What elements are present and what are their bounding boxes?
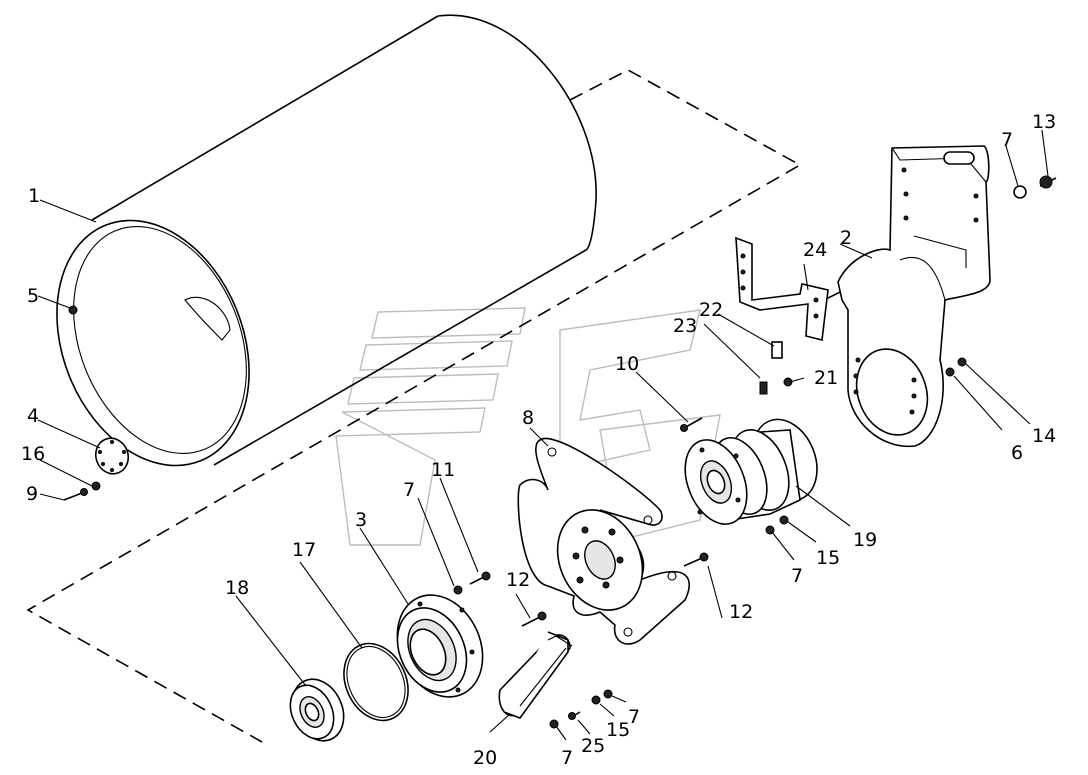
callout-9: 9 <box>26 483 38 505</box>
callout-8: 8 <box>522 407 534 429</box>
bolt-10 <box>680 417 703 432</box>
callout-14: 14 <box>1032 425 1056 447</box>
callout-20: 20 <box>473 747 497 769</box>
screw-5 <box>68 305 78 315</box>
bolt-12-right <box>683 552 709 567</box>
callout-7-bottom: 7 <box>561 747 573 769</box>
screw-16 <box>91 481 101 491</box>
drum-shell <box>56 14 597 467</box>
washer-7c <box>603 689 613 699</box>
callout-22: 22 <box>699 299 723 321</box>
callout-6: 6 <box>1011 442 1023 464</box>
callout-7-top: 7 <box>1001 129 1013 151</box>
callout-23: 23 <box>673 315 697 337</box>
motor-cover <box>498 631 573 719</box>
callout-11: 11 <box>431 459 455 481</box>
callout-18: 18 <box>225 577 249 599</box>
callout-5: 5 <box>27 285 39 307</box>
callout-21: 21 <box>814 367 838 389</box>
callout-19: 19 <box>853 529 877 551</box>
motor-bracket <box>837 145 991 448</box>
bolt-13 <box>1039 175 1057 189</box>
callout-17: 17 <box>292 539 316 561</box>
callout-15-mid: 15 <box>816 547 840 569</box>
callout-12-left: 12 <box>506 569 530 591</box>
callout-2: 2 <box>840 227 852 249</box>
callout-10: 10 <box>615 353 639 375</box>
nut-15-lower <box>591 695 601 705</box>
callout-13: 13 <box>1032 111 1056 133</box>
leader-lines <box>37 129 1049 741</box>
faded-logo-watermark <box>335 307 721 546</box>
callout-16: 16 <box>21 443 45 465</box>
plug-23 <box>759 381 768 395</box>
shim-plate <box>735 236 829 341</box>
callout-4: 4 <box>27 405 39 427</box>
cover-plate <box>94 437 130 475</box>
callout-7-left: 7 <box>403 479 415 501</box>
hydraulic-motor <box>684 418 818 525</box>
washer-7a <box>453 585 463 595</box>
bolt-9 <box>63 488 88 501</box>
bolt-25 <box>568 711 581 720</box>
callout-25: 25 <box>581 735 605 757</box>
callout-1: 1 <box>28 185 40 207</box>
bolt-11 <box>469 571 491 585</box>
mounting-plate <box>517 437 690 645</box>
callout-24: 24 <box>803 239 827 261</box>
nut-14 <box>957 357 967 367</box>
o-ring <box>343 642 409 722</box>
nut-15-upper <box>779 515 789 525</box>
callout-7-bottom-right: 7 <box>628 706 640 728</box>
callout-3: 3 <box>355 509 367 531</box>
bearing <box>289 678 345 742</box>
washer-7e <box>1013 185 1027 199</box>
callout-7-mid: 7 <box>791 565 803 587</box>
fitting-22 <box>771 341 783 359</box>
bolt-12-left <box>521 611 547 627</box>
callout-12-right: 12 <box>729 601 753 623</box>
callout-15-bottom: 15 <box>606 719 630 741</box>
washer-6 <box>945 367 955 377</box>
callout-labels: 1 2 3 4 5 6 7 7 7 7 7 8 9 10 11 12 12 13… <box>21 111 1056 769</box>
bearing-housing <box>396 594 484 698</box>
